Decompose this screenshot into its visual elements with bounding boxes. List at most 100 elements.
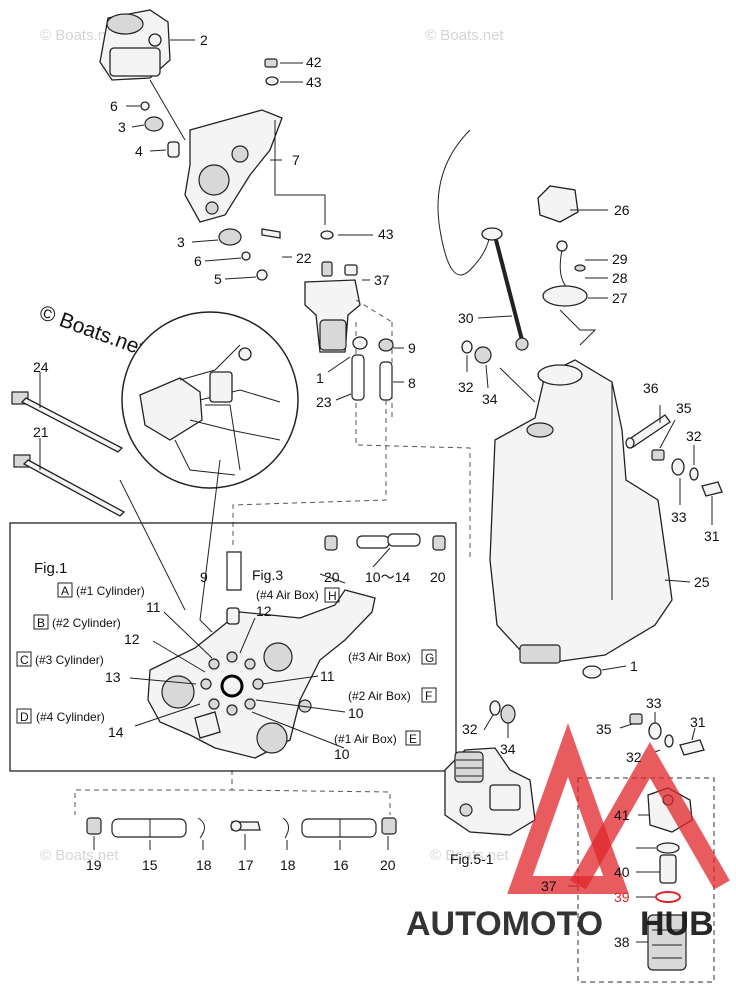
- callout: 1: [316, 370, 324, 386]
- callout: 10: [334, 746, 350, 762]
- callout: 32: [686, 428, 702, 444]
- callout: 12: [256, 603, 272, 619]
- box-letter: A: [61, 584, 69, 598]
- callout: 35: [596, 721, 612, 737]
- fig1-leaders: [129, 573, 346, 749]
- callout: 12: [124, 631, 140, 647]
- callout: 31: [690, 714, 706, 730]
- callout: 13: [105, 669, 121, 685]
- callout: 43: [306, 74, 322, 90]
- watermark: © Boats.net: [40, 847, 119, 864]
- cable-tie-21: [13, 438, 126, 517]
- cylinder-box-D: D (#4 Cylinder): [16, 708, 105, 724]
- fig1-frame: [9, 522, 457, 772]
- callout: 37: [541, 878, 557, 894]
- callout: 10: [348, 705, 364, 721]
- callout: 34: [482, 391, 498, 407]
- callout: 10～14: [365, 569, 410, 585]
- airbox-box-H: (#4 Air Box) H: [256, 587, 340, 603]
- box-letter: F: [425, 689, 432, 703]
- callout: 21: [33, 424, 49, 440]
- intake-bracket-plate: [147, 551, 376, 759]
- callout: 3: [177, 234, 185, 250]
- box-text: (#1 Air Box): [334, 732, 397, 746]
- callout: 30: [458, 310, 474, 326]
- box-text: (#4 Cylinder): [36, 710, 105, 724]
- cylinder-box-A: A (#1 Cylinder): [57, 582, 145, 598]
- callout: 20: [324, 569, 340, 585]
- watermark: © Boats.net: [430, 847, 509, 864]
- mount-hardware-right: [625, 405, 723, 525]
- hose-clamp-lower: [582, 665, 627, 679]
- callout: 25: [694, 574, 710, 590]
- watermark: © Boats.net: [40, 27, 119, 44]
- washer-parts-42-43: [264, 58, 303, 86]
- callout: 42: [306, 54, 322, 70]
- callout: 1: [630, 658, 638, 674]
- watermark: © Boats.net: [425, 27, 504, 44]
- callout: 38: [614, 934, 630, 950]
- box-text: (#4 Air Box): [256, 588, 319, 602]
- callout: 32: [626, 749, 642, 765]
- callout: 11: [146, 599, 161, 615]
- airbox-box-E: (#1 Air Box) E: [334, 730, 421, 746]
- callout: 34: [500, 741, 516, 757]
- callout: 15: [142, 857, 158, 873]
- callout: 28: [612, 270, 628, 286]
- callout: 24: [33, 359, 49, 375]
- callout: 32: [458, 379, 474, 395]
- box-letter: E: [409, 732, 417, 746]
- grommet-set: [191, 228, 292, 281]
- box-letter: G: [425, 651, 434, 665]
- callout: 9: [200, 569, 208, 585]
- watermark-layer: © Boats.net © Boats.net © Boats.net © Bo…: [40, 27, 509, 864]
- callout: 2: [200, 32, 208, 48]
- callout: 20: [430, 569, 446, 585]
- watermark-main: © Boats.net: [36, 301, 147, 360]
- callout: 43: [378, 226, 394, 242]
- logo-text-automoto: AUTOMOTO: [406, 905, 603, 943]
- callout: 27: [612, 290, 628, 306]
- box-text: (#2 Air Box): [348, 689, 411, 703]
- box-text: (#2 Cylinder): [52, 616, 121, 630]
- detail-magnifier: [119, 311, 299, 633]
- callout: 14: [108, 724, 124, 740]
- tank-cap-26: [537, 185, 608, 346]
- fig5-label: Fig.5-1: [450, 851, 494, 867]
- oil-tank-25: [489, 359, 691, 664]
- callout: 41: [614, 807, 630, 823]
- cable-tie-24: [11, 372, 124, 453]
- callout: 4: [135, 143, 143, 159]
- callout: 18: [280, 857, 296, 873]
- mount-hardware-lower: [619, 712, 705, 756]
- callout: 20: [380, 857, 396, 873]
- callout: 33: [671, 509, 687, 525]
- callout: 6: [194, 253, 202, 269]
- box-letter: C: [20, 653, 29, 667]
- callout: 17: [238, 857, 254, 873]
- airbox-box-G: (#3 Air Box) G: [348, 649, 437, 665]
- callout: 9: [408, 340, 416, 356]
- box-letter: D: [20, 710, 29, 724]
- callout: 22: [296, 250, 312, 266]
- cylinder-box-C: C (#3 Cylinder): [16, 651, 104, 667]
- hose-row-bottom: [86, 817, 397, 850]
- box-letter: H: [328, 589, 337, 603]
- callout: 39: [614, 889, 630, 905]
- box-text: (#1 Cylinder): [76, 584, 145, 598]
- callout: 40: [614, 864, 630, 880]
- fuel-pump-assembly: [99, 9, 195, 158]
- callout: 3: [118, 119, 126, 135]
- airbox-box-F: (#2 Air Box) F: [348, 687, 437, 703]
- oil-pump-assembly: [444, 747, 536, 836]
- fuel-filter-37: [304, 230, 393, 420]
- fig1-label: Fig.1: [34, 560, 67, 577]
- callout: 6: [110, 98, 118, 114]
- level-sensor-30: [437, 129, 536, 403]
- cylinder-box-B: B (#2 Cylinder): [33, 614, 121, 630]
- callout: 18: [196, 857, 212, 873]
- fig3-label: Fig.3: [252, 567, 283, 583]
- callout: 31: [704, 528, 720, 544]
- callout: 7: [292, 152, 300, 168]
